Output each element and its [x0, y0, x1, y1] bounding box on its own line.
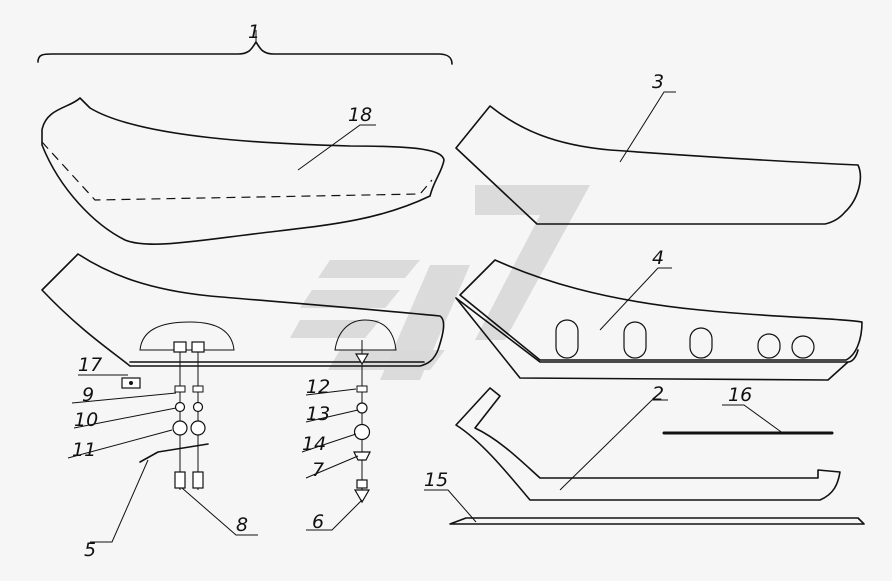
callout-13: 13	[306, 403, 330, 425]
callout-17: 17	[78, 354, 102, 376]
callout-3: 3	[652, 71, 664, 93]
seat-cushion-hidden-edge	[41, 141, 433, 201]
seat-rail	[455, 387, 841, 501]
callout-2: 2	[652, 383, 664, 405]
callout-1: 1	[248, 21, 260, 43]
assembled-seat	[41, 253, 445, 367]
callout-11: 11	[72, 439, 96, 461]
leader-lines	[67, 30, 785, 543]
callout-12: 12	[306, 376, 330, 398]
seat-mesh-section-rear	[334, 319, 397, 351]
clip-part	[121, 377, 141, 389]
callout-18: 18	[348, 104, 372, 126]
callout-8: 8	[236, 514, 248, 536]
right-fastener-stack	[353, 340, 371, 504]
callout-15: 15	[424, 469, 448, 491]
group-bracket	[37, 41, 453, 65]
callout-14: 14	[302, 433, 326, 455]
callout-10: 10	[74, 409, 98, 431]
bottom-plate	[449, 517, 865, 525]
callout-5: 5	[84, 539, 96, 561]
callout-6: 6	[312, 511, 324, 533]
seat-pan	[455, 105, 862, 225]
seat-base-cutouts	[555, 319, 815, 359]
callout-7: 7	[312, 459, 324, 481]
seat-cushion	[41, 97, 445, 245]
callout-16: 16	[728, 384, 752, 406]
seat-base-meshed	[459, 259, 863, 361]
seat-base-outer-shell	[455, 297, 859, 381]
seat-mesh-section-front	[139, 321, 235, 351]
left-fastener-stack	[139, 341, 209, 490]
callout-4: 4	[652, 247, 664, 269]
watermark-logo	[290, 185, 590, 380]
callout-9: 9	[82, 384, 94, 406]
